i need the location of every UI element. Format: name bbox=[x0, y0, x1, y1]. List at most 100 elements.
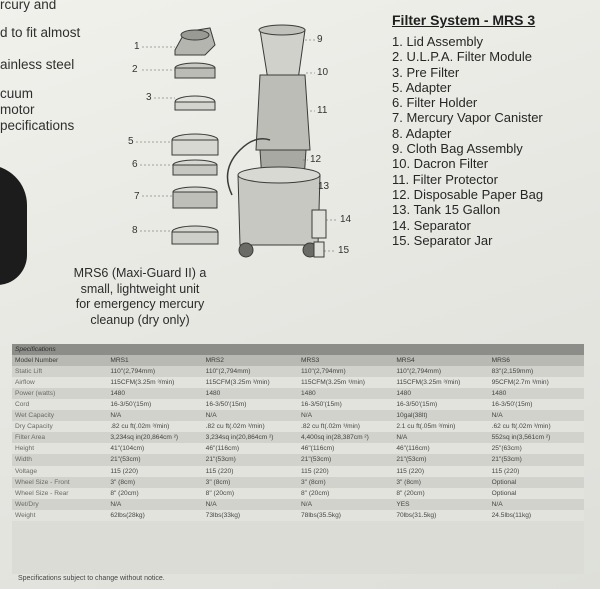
table-cell: 10gal(38lt) bbox=[393, 410, 489, 422]
callout-right: 14 bbox=[340, 214, 352, 225]
specifications-note: Specifications subject to change without… bbox=[18, 575, 165, 582]
table-cell: 70lbs(31.5kg) bbox=[393, 509, 489, 521]
exploded-diagram: 1 2 3 5 6 7 8 9 10 11 12 13 14 15 bbox=[120, 10, 370, 270]
table-row: Dry Capacity.82 cu ft(.02m ³/min).82 cu … bbox=[12, 421, 584, 433]
table-cell: YES bbox=[393, 498, 489, 510]
table-cell: 62lbs(28kg) bbox=[107, 509, 203, 521]
table-cell: 21"(53cm) bbox=[393, 454, 489, 466]
column-header-label: Model Number bbox=[12, 355, 108, 367]
part-item: 11. Filter Protector bbox=[392, 171, 498, 187]
table-cell: 3" (8cm) bbox=[393, 476, 489, 488]
table-cell: 46"(116cm) bbox=[393, 443, 489, 455]
table-cell: 78lbs(35.5kg) bbox=[297, 509, 394, 521]
caption-line: cleanup (dry only) bbox=[90, 312, 190, 327]
table-cell: N/A bbox=[297, 410, 394, 422]
table-cell: 25"(63cm) bbox=[488, 443, 584, 455]
column-header: MRS3 bbox=[297, 355, 394, 367]
table-cell: 83"(2,159mm) bbox=[488, 366, 584, 378]
table-cell: 1480 bbox=[393, 388, 489, 400]
table-cell: N/A bbox=[488, 498, 584, 510]
table-cell: 16-3/50'(15m) bbox=[107, 399, 203, 411]
part-item: 9. Cloth Bag Assembly bbox=[392, 141, 523, 157]
table-cell: 110"(2,794mm) bbox=[202, 366, 298, 378]
left-text-line: pecifications bbox=[0, 118, 75, 133]
callout-right: 10 bbox=[317, 67, 329, 78]
part-item: 8. Adapter bbox=[392, 125, 452, 141]
table-cell: 552sq in(3,561cm ²) bbox=[488, 432, 584, 444]
table-cell: 1480 bbox=[297, 388, 394, 400]
table-cell: 115 (220) bbox=[393, 465, 489, 477]
table-cell: 1480 bbox=[107, 388, 203, 400]
table-cell: 8" (20cm) bbox=[202, 487, 298, 499]
table-cell: 46"(116cm) bbox=[202, 443, 298, 455]
row-label: Voltage bbox=[12, 465, 108, 477]
table-cell: 8" (20cm) bbox=[297, 487, 394, 499]
row-label: Weight bbox=[12, 509, 108, 521]
table-cell: 24.5lbs(11kg) bbox=[488, 509, 584, 521]
table-cell: 115CFM(3.25m ³/min) bbox=[393, 377, 489, 389]
table-cell: 73lbs(33kg) bbox=[202, 509, 298, 521]
column-header: MRS2 bbox=[202, 355, 298, 367]
parts-list: 1. Lid Assembly 2. U.L.P.A. Filter Modul… bbox=[392, 34, 543, 248]
part-item: 7. Mercury Vapor Canister bbox=[392, 110, 543, 126]
part-item: 13. Tank 15 Gallon bbox=[392, 202, 501, 218]
table-cell: 21"(53cm) bbox=[297, 454, 394, 466]
table-cell: 115 (220) bbox=[107, 465, 203, 477]
left-text-line: ainless steel bbox=[0, 57, 75, 72]
part-item: 10. Dacron Filter bbox=[392, 156, 489, 172]
callout-right: 11 bbox=[317, 105, 328, 116]
table-cell: 95CFM(2.7m ³/min) bbox=[488, 377, 584, 389]
table-cell: 3" (8cm) bbox=[202, 476, 298, 488]
row-label: Static Lift bbox=[12, 366, 108, 378]
callout-right: 9 bbox=[317, 34, 323, 45]
table-cell: N/A bbox=[297, 498, 394, 510]
table-cell: Optional bbox=[488, 476, 584, 488]
table-cell: .62 cu ft(.02m ³/min) bbox=[488, 421, 584, 433]
caption-line: for emergency mercury bbox=[75, 297, 205, 311]
callout-right: 15 bbox=[338, 245, 350, 256]
callout-right: 13 bbox=[318, 181, 330, 192]
part-item: 12. Disposable Paper Bag bbox=[392, 186, 544, 202]
callout-left: 6 bbox=[132, 159, 138, 170]
table-cell: 41"(104cm) bbox=[107, 443, 203, 455]
row-label: Wheel Size - Front bbox=[12, 476, 108, 488]
table-cell: 115 (220) bbox=[202, 465, 298, 477]
table-cell: .82 cu ft(.02m ³/min) bbox=[107, 421, 203, 433]
part-item: 14. Separator bbox=[392, 217, 471, 233]
table-cell: .82 cu ft(.02m ³/min) bbox=[297, 421, 394, 433]
row-label: Airflow bbox=[12, 377, 108, 389]
callout-left: 3 bbox=[146, 92, 152, 103]
row-label: Filter Area bbox=[12, 432, 108, 444]
table-cell: 16-3/50'(15m) bbox=[202, 399, 298, 411]
row-label: Height bbox=[12, 443, 108, 455]
table-cell: N/A bbox=[202, 410, 298, 422]
row-label: Wheel Size - Rear bbox=[12, 487, 108, 499]
table-cell: 8" (20cm) bbox=[393, 487, 489, 499]
table-cell: 115 (220) bbox=[488, 465, 584, 477]
left-text-line: motor bbox=[0, 102, 35, 117]
left-text-line: rcury and bbox=[0, 0, 57, 12]
table-cell: 110"(2,794mm) bbox=[393, 366, 489, 378]
table-cell: 1480 bbox=[202, 388, 298, 400]
table-cell: 21"(53cm) bbox=[107, 454, 203, 466]
part-item: 6. Filter Holder bbox=[392, 95, 478, 111]
column-header: MRS6 bbox=[488, 355, 584, 367]
callout-right: 12 bbox=[310, 154, 322, 165]
callout-left: 5 bbox=[128, 136, 134, 147]
filter-system-title: Filter System - MRS 3 bbox=[392, 12, 536, 28]
table-cell: N/A bbox=[107, 410, 203, 422]
table-cell: 3,234sq in(20,864cm ²) bbox=[107, 432, 203, 444]
table-cell: N/A bbox=[393, 432, 489, 444]
